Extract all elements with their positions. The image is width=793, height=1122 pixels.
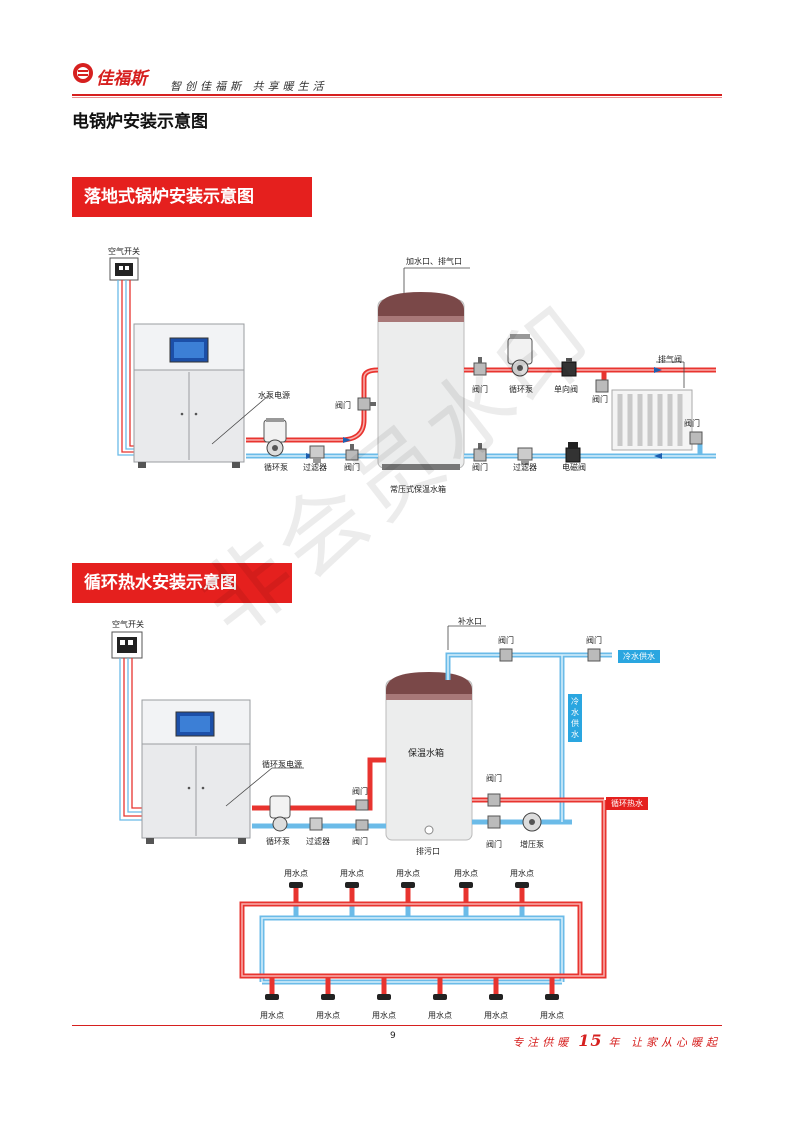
water-tank-2 (385, 672, 473, 841)
valve-2-top1 (499, 648, 513, 662)
electric-boiler-1 (133, 323, 245, 468)
water-point-label: 用水点 (284, 869, 308, 878)
valve-1-bottom (345, 444, 359, 461)
radiator-1 (611, 389, 693, 451)
check-valve-1 (561, 358, 577, 377)
water-point-label: 用水点 (454, 869, 478, 878)
air-switch-label-1: 空气开关 (108, 247, 140, 256)
footer-slogan-a: 专注供暖 (512, 1036, 573, 1049)
air-switch-1 (109, 257, 139, 281)
water-point-label: 用水点 (260, 1011, 284, 1020)
circ-hot-tag: 循环热水 (606, 797, 648, 810)
brand-name: 佳福斯 (96, 69, 147, 89)
valve-radiator-label-1: 阀门 (684, 419, 700, 428)
cold-supply-vertical-tag: 冷水供水 (568, 694, 582, 742)
water-point-label: 用水点 (340, 869, 364, 878)
filter-label-2: 过滤器 (306, 837, 330, 846)
electric-boiler-2 (141, 699, 251, 844)
solenoid-valve-1 (565, 442, 581, 463)
power-wires-2 (119, 658, 142, 821)
air-switch-2 (111, 631, 143, 659)
valve-1-under-check (595, 379, 609, 393)
water-point-label: 用水点 (316, 1011, 340, 1020)
tank-label-2: 保温水箱 (408, 749, 445, 759)
valve-top2-label-2: 阀门 (586, 636, 602, 645)
make-up-label: 补水口 (458, 617, 482, 626)
footer-divider (72, 1025, 722, 1026)
valve-1-radiator (689, 431, 703, 445)
water-point-taps (265, 882, 559, 1000)
valve-2-right-top (487, 793, 501, 807)
filter-label-1: 过滤器 (303, 463, 327, 472)
filter-right-label-1: 过滤器 (513, 463, 537, 472)
water-point-label: 用水点 (540, 1011, 564, 1020)
valve-left-bottom-label-2: 阀门 (352, 837, 368, 846)
footer-slogan-b: 年 让家从心暖起 (608, 1036, 721, 1049)
valve-right-bottom-label-2: 阀门 (486, 840, 502, 849)
power-wires-1 (117, 280, 134, 456)
water-point-label: 用水点 (396, 869, 420, 878)
pump-right-label-1: 循环泵 (509, 385, 533, 394)
valve-1-right-top (473, 357, 487, 376)
filter-1 (309, 445, 325, 463)
section1-banner: 落地式锅炉安装示意图 (72, 177, 312, 217)
pump-label-2: 循环泵 (266, 837, 290, 846)
water-inlet-label: 加水口、排气口 (406, 257, 462, 266)
valve-right-top-label-1: 阀门 (472, 385, 488, 394)
valve-1-right-bottom (473, 443, 487, 462)
booster-label: 增压泵 (520, 840, 544, 849)
water-point-label: 用水点 (510, 869, 534, 878)
valve-1-vertical (357, 397, 376, 411)
valve-2-left-bottom (355, 819, 369, 831)
water-point-label: 用水点 (428, 1011, 452, 1020)
valve-right-top-label-2: 阀门 (486, 774, 502, 783)
circulation-pump-1 (263, 418, 287, 457)
section2-banner: 循环热水安装示意图 (72, 563, 292, 603)
drain-label: 排污口 (416, 847, 440, 856)
header-divider-thin (72, 97, 722, 98)
pump-power-label-1: 水泵电源 (258, 391, 290, 400)
pump-label-1: 循环泵 (264, 463, 288, 472)
valve-2-left-top (355, 799, 369, 811)
filter-1-right (517, 447, 533, 465)
water-tank-1 (377, 292, 465, 470)
valve-bottom-label-1: 阀门 (344, 463, 360, 472)
valve-top1-label-2: 阀门 (498, 636, 514, 645)
valve-left-top-label-2: 阀门 (352, 787, 368, 796)
air-switch-label-2: 空气开关 (112, 620, 144, 629)
brand-logo (72, 62, 94, 84)
logo-icon (73, 63, 93, 83)
filter-2 (309, 817, 323, 831)
cold-supply-tag: 冷水供水 (618, 650, 660, 663)
check-valve-label-1: 单向阀 (554, 385, 578, 394)
circulation-pump-2 (269, 795, 291, 832)
booster-pump (522, 812, 542, 832)
header-slogan: 智创佳福斯 共享暖生活 (170, 80, 328, 93)
water-point-label: 用水点 (484, 1011, 508, 1020)
valve-vertical-label-1: 阀门 (335, 401, 351, 410)
valve-2-top2 (587, 648, 601, 662)
pump-1-right (507, 334, 533, 377)
solenoid-label-1: 电磁阀 (562, 463, 586, 472)
page-title: 电锅炉安装示意图 (72, 112, 208, 132)
valve-under-check-label-1: 阀门 (592, 395, 608, 404)
footer-years: 15 (578, 1031, 603, 1050)
exhaust-valve-label-1: 排气阀 (658, 355, 682, 364)
water-point-label: 用水点 (372, 1011, 396, 1020)
footer-slogan: 专注供暖 15 年 让家从心暖起 (512, 1031, 721, 1050)
valve-2-right-bottom (487, 815, 501, 829)
tank-label-1: 常压式保温水箱 (390, 485, 446, 494)
pump-power-label-2: 循环泵电源 (262, 760, 302, 769)
valve-right-bottom-label-1: 阀门 (472, 463, 488, 472)
page-number: 9 (390, 1031, 396, 1041)
header-divider (72, 94, 722, 96)
